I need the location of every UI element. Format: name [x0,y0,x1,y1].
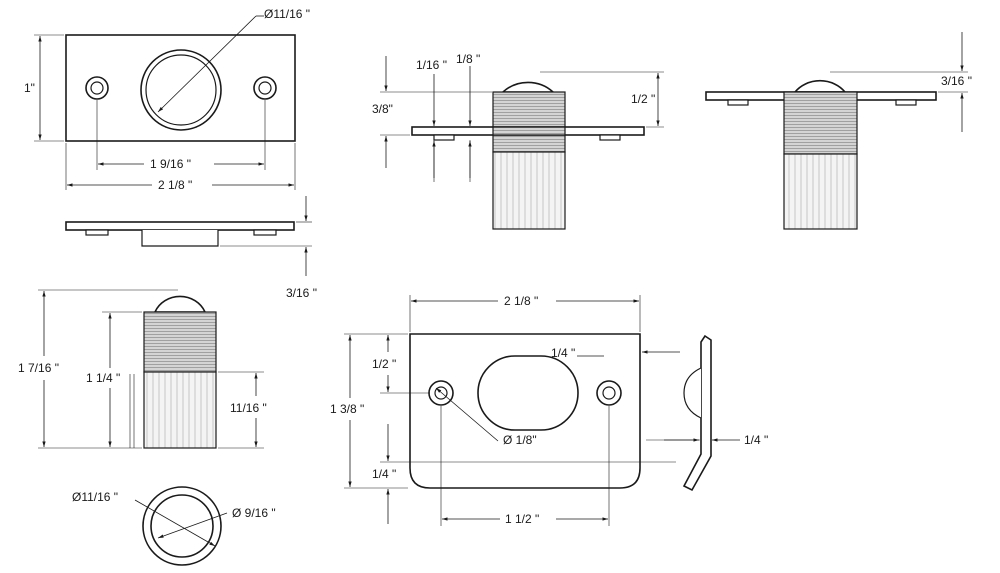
inner-dia-label: Ø 9/16 " [232,506,276,520]
side-thickness-label: 3/16 " [286,286,317,300]
mount-tab-right [599,134,621,141]
screw-hole-leader [435,387,499,442]
overall-label: 1 7/16 " [18,361,59,375]
thread-label: 1 1/4 " [86,371,120,385]
strike-width-label: 2 1/8 " [504,294,538,308]
strike-height-label: 1 3/8 " [330,402,364,416]
body-label: 11/16 " [230,401,267,415]
slot-offset-label: 1/4 " [551,346,575,360]
eighth-label: 1/8 " [456,52,480,66]
three-eighths-label: 3/8" [372,102,393,116]
three-sixteenths-label: 3/16 " [941,74,972,88]
thread-overlap [492,126,566,136]
top-offset-label: 1/2 " [372,357,396,371]
screw-hole-label: Ø 1/8" [503,433,537,447]
right-screw-hole-inner [258,81,272,95]
end-view: Ø11/16 " Ø 9/16 " [72,486,276,566]
strike-lip [682,334,712,492]
threaded-section-right [783,91,858,155]
mount-tab-right-right [895,99,917,106]
side-plate [65,221,295,231]
inner-dia-leader [157,512,228,539]
strike-right-hole-inner [602,386,616,400]
side-boss [141,230,219,247]
outer-dia-label: Ø11/16 " [72,490,118,504]
threaded-section [492,91,566,153]
mount-tab-left [433,134,455,141]
ball-dome-right [793,79,847,93]
lip-label: 1/4 " [744,433,768,447]
side-assembly-right: 3/16 " [705,32,972,230]
sixteenth-label: 1/16 " [416,58,447,72]
strike-side-profile: 1/4 " [646,334,768,492]
height-label: 1" [24,81,35,95]
fluted-body-right [783,153,858,230]
end-inner-circle [150,494,214,558]
left-screw-hole-inner [90,81,104,95]
spacing-label: 1 9/16 " [150,157,191,171]
side-tab-right [253,229,277,236]
side-tab-left [85,229,109,236]
bore-diameter-label: Ø11/16 " [264,7,310,21]
strike-spacing-label: 1 1/2 " [505,512,539,526]
outer-dia-leader [134,499,216,547]
fluted-body [492,151,566,230]
ball-dome-body [153,295,207,313]
plate-side-view: 3/16 " [65,196,317,300]
bore-diameter-leader [157,15,257,113]
side-assembly-left: 1/2 " 3/8" 1/16 " 1/8 " [372,52,664,230]
bottom-offset-label: 1/4 " [372,467,396,481]
mount-tab-left-right [727,99,749,106]
body-view: 1 7/16 " 1 1/4 " 11/16 " [18,289,267,449]
width-label: 2 1/8 " [158,178,192,192]
strike-plate-view: 2 1/8 " 1 3/8 " 1/2 " 1/4 " Ø 1/8" 1/4 "… [330,294,680,526]
strike-box-profile [683,367,702,419]
ball-dome [500,81,556,93]
body-thread [143,311,217,373]
body-flutes [143,371,217,449]
half-label: 1/2 " [631,92,655,106]
strike-slot [477,355,579,431]
front-plate-view: Ø11/16 " 1" 1 9/16 " 2 1/8 " [24,7,310,192]
